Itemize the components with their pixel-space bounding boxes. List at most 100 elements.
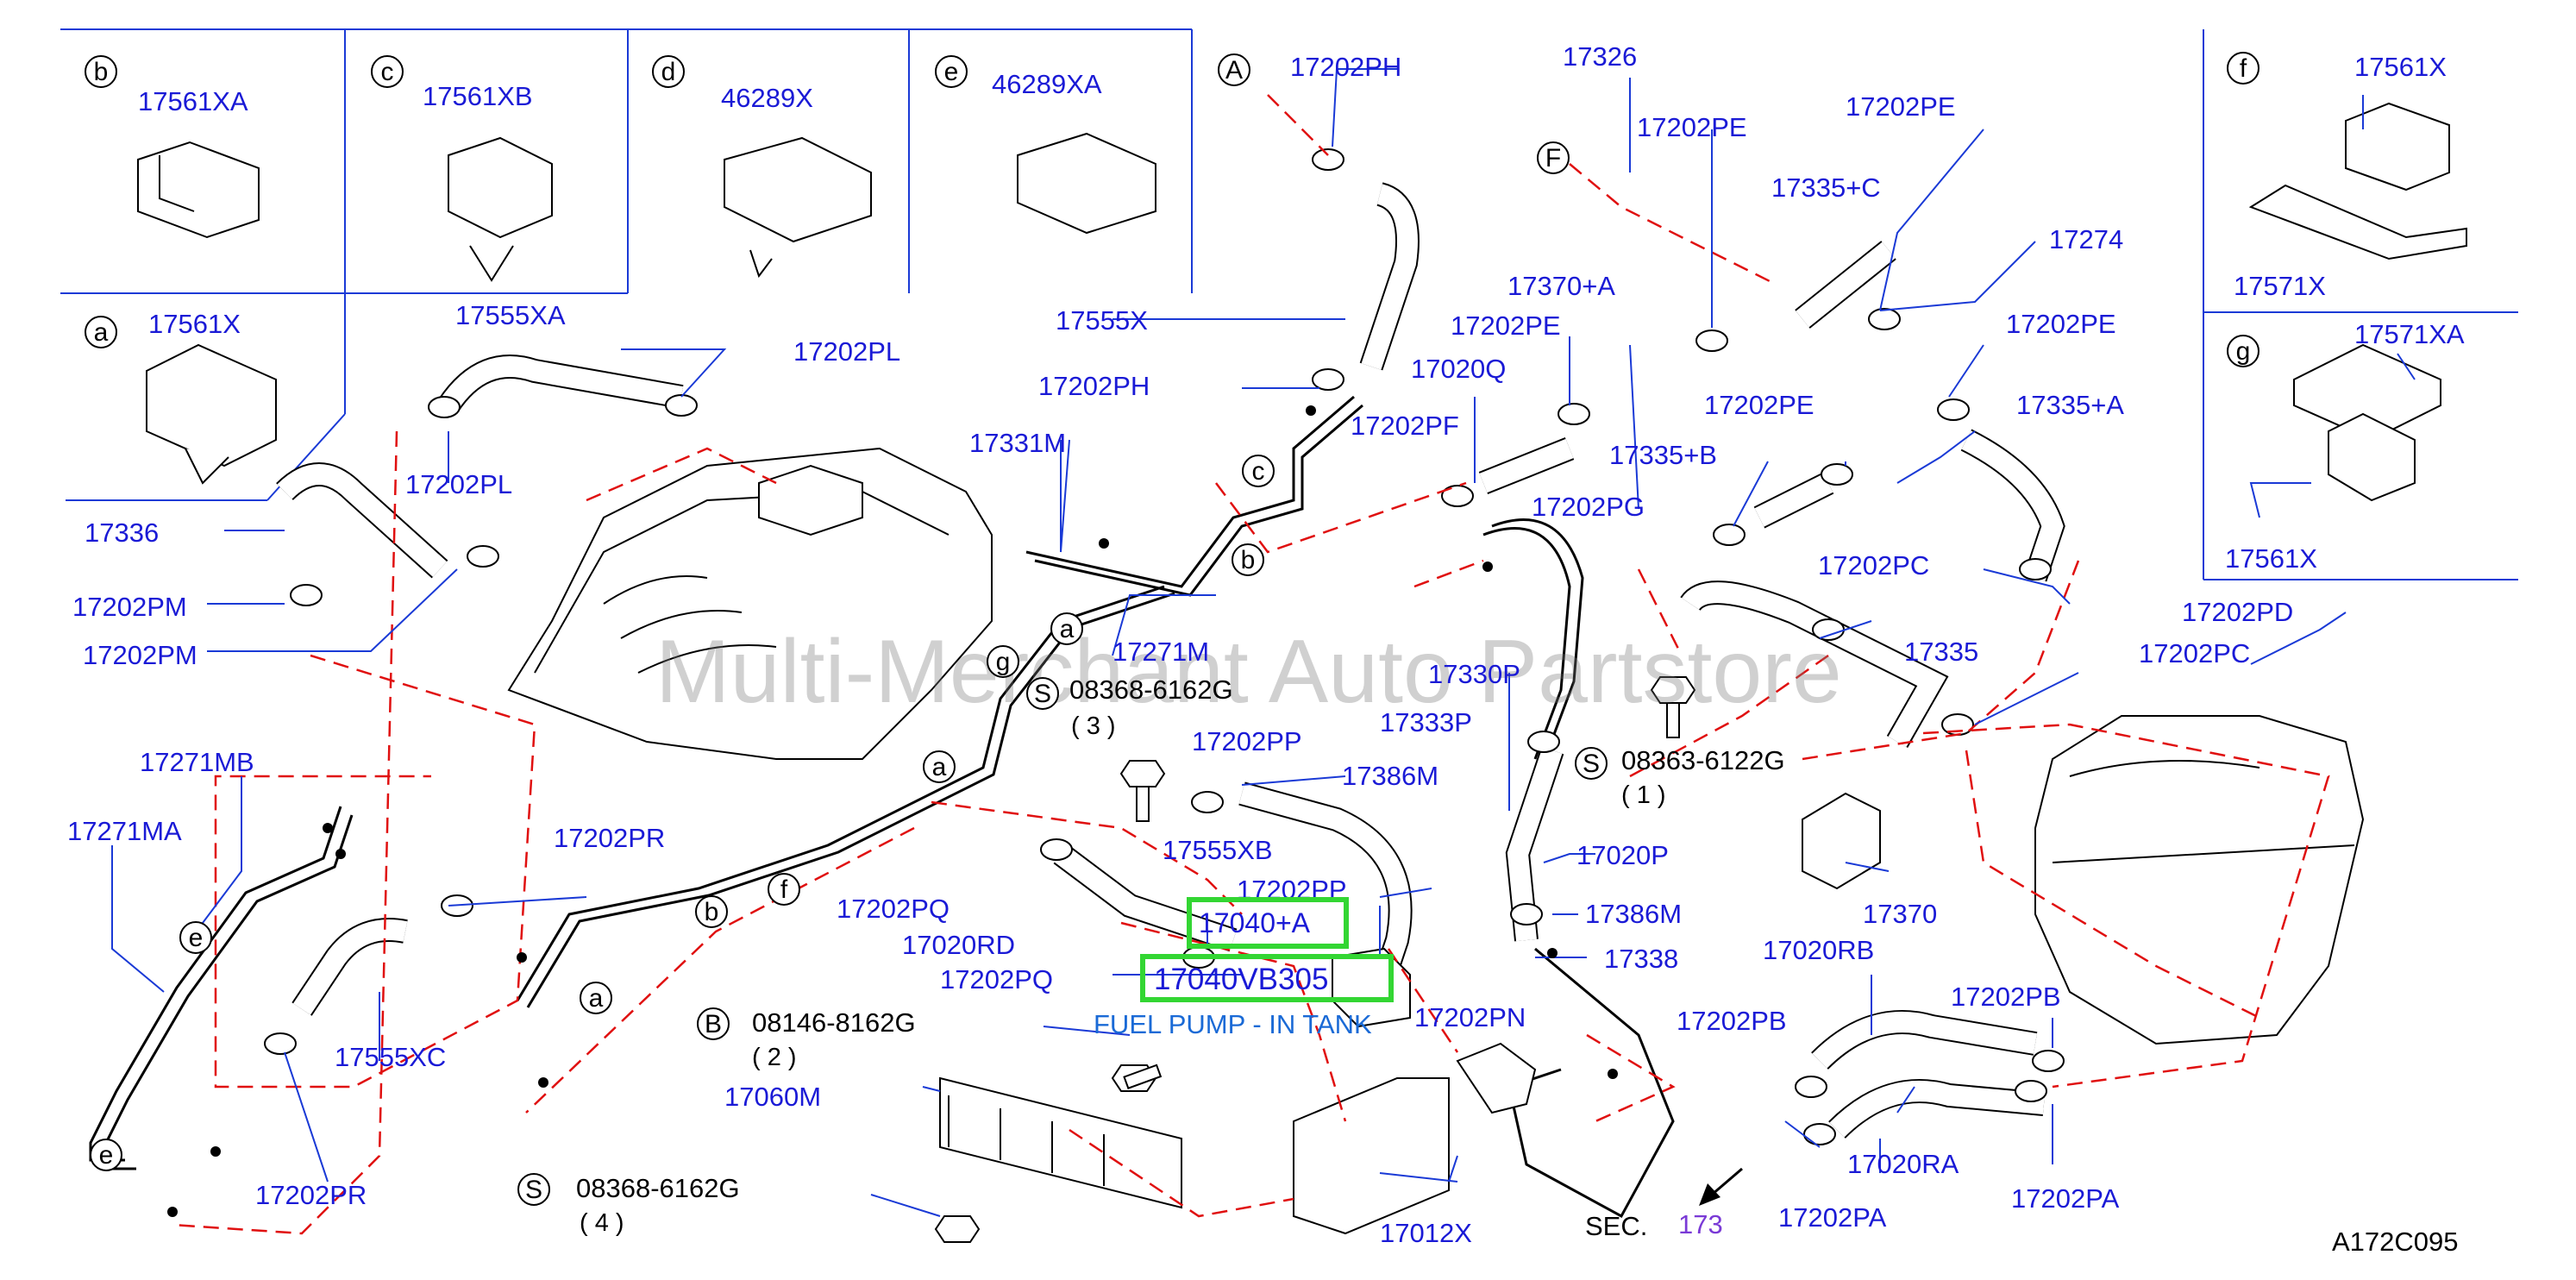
legend-clip-drawings xyxy=(137,102,2467,502)
callout-e: e xyxy=(935,55,968,88)
callout-a-main-3: a xyxy=(580,982,612,1014)
bolt-08368-6162G-b[interactable]: 08368-6162G xyxy=(576,1173,740,1203)
sec-173-link[interactable]: 173 xyxy=(1678,1209,1723,1239)
part-17561XB[interactable]: 17561XB xyxy=(423,81,533,111)
part-17335B[interactable]: 17335+B xyxy=(1609,440,1717,470)
part-17571XA[interactable]: 17571XA xyxy=(2354,319,2465,349)
callout-d-main: c xyxy=(1242,455,1275,487)
part-17202PA-b[interactable]: 17202PA xyxy=(2011,1183,2120,1214)
part-17012X[interactable]: 17012X xyxy=(1380,1218,1472,1248)
part-17202PG[interactable]: 17202PG xyxy=(1532,492,1645,522)
part-17020P[interactable]: 17020P xyxy=(1576,840,1669,870)
part-17571X[interactable]: 17571X xyxy=(2234,271,2326,301)
part-17271MB[interactable]: 17271MB xyxy=(140,747,254,777)
part-17338[interactable]: 17338 xyxy=(1604,944,1679,974)
clip-17561X-drawing xyxy=(146,343,277,485)
part-17271MA[interactable]: 17271MA xyxy=(67,816,182,846)
callout-F: F xyxy=(1537,141,1570,174)
callout-e-main-1: e xyxy=(179,921,212,954)
part-17202PE-b[interactable]: 17202PE xyxy=(1846,91,1956,122)
part-17555XB[interactable]: 17555XB xyxy=(1163,835,1273,865)
part-17202PM-b[interactable]: 17202PM xyxy=(83,640,197,670)
clip-17561XA-drawing xyxy=(137,141,260,239)
clip-46289XA-drawing xyxy=(1017,132,1156,235)
callout-d: d xyxy=(652,55,685,88)
part-17060M[interactable]: 17060M xyxy=(724,1082,822,1112)
part-17020RA[interactable]: 17020RA xyxy=(1847,1149,1959,1179)
part-17202PD[interactable]: 17202PD xyxy=(2182,597,2294,627)
part-17202PC-a[interactable]: 17202PC xyxy=(1818,550,1930,580)
highlight-box-17040A xyxy=(1187,897,1349,949)
part-17202PE-c[interactable]: 17202PE xyxy=(1451,311,1561,341)
sec-label: SEC. xyxy=(1585,1211,1648,1241)
part-17202PP-a[interactable]: 17202PP xyxy=(1192,726,1302,756)
part-17335A[interactable]: 17335+A xyxy=(2016,390,2124,420)
part-17202PH-b[interactable]: 17202PH xyxy=(1038,371,1150,401)
part-17336[interactable]: 17336 xyxy=(85,518,160,548)
bolt-08363-6122G[interactable]: 08363-6122G xyxy=(1621,745,1785,775)
part-17274[interactable]: 17274 xyxy=(2049,224,2124,254)
diagram-code: A172C095 xyxy=(2332,1227,2459,1257)
leader-lines xyxy=(111,68,2416,1217)
callout-e-main-2: e xyxy=(90,1139,122,1171)
part-17202PF[interactable]: 17202PF xyxy=(1351,411,1459,441)
part-17202PN[interactable]: 17202PN xyxy=(1414,1002,1526,1032)
part-17555X[interactable]: 17555X xyxy=(1056,305,1148,336)
clip-17561X-f-drawing xyxy=(2248,102,2467,260)
part-46289X[interactable]: 46289X xyxy=(721,83,813,113)
part-17202PH-a[interactable]: 17202PH xyxy=(1290,52,1402,82)
fuel-tank-right xyxy=(2034,715,2365,1045)
part-17040VB305[interactable]: 17040VB305 xyxy=(1154,963,1329,996)
part-17326[interactable]: 17326 xyxy=(1563,41,1638,72)
part-17040A[interactable]: 17040+A xyxy=(1199,907,1311,938)
clip-46289X-drawing xyxy=(724,136,872,279)
part-17202PL-a[interactable]: 17202PL xyxy=(793,336,901,367)
part-17202PB-a[interactable]: 17202PB xyxy=(1677,1006,1787,1036)
part-17386M-b[interactable]: 17386M xyxy=(1585,899,1683,929)
part-17202PR-a[interactable]: 17202PR xyxy=(554,823,666,853)
bolt-08368-6162G-a[interactable]: 08368-6162G xyxy=(1069,675,1233,705)
part-17561X-a[interactable]: 17561X xyxy=(148,309,241,339)
part-17202PC-b[interactable]: 17202PC xyxy=(2139,638,2251,668)
part-17202PE-e[interactable]: 17202PE xyxy=(1704,390,1814,420)
part-17331M[interactable]: 17331M xyxy=(969,428,1067,458)
part-17020RB[interactable]: 17020RB xyxy=(1763,935,1875,965)
part-17202PQ-b[interactable]: 17202PQ xyxy=(940,964,1053,995)
part-17202PB-b[interactable]: 17202PB xyxy=(1951,982,2061,1012)
part-17386M-a[interactable]: 17386M xyxy=(1342,761,1439,791)
part-17561X-f[interactable]: 17561X xyxy=(2354,52,2447,82)
part-17370A[interactable]: 17370+A xyxy=(1507,271,1615,301)
part-17202PQ-a[interactable]: 17202PQ xyxy=(837,894,950,924)
callout-f-main: f xyxy=(768,873,800,906)
part-17561X-g[interactable]: 17561X xyxy=(2225,543,2317,574)
part-17333P[interactable]: 17333P xyxy=(1380,707,1472,737)
part-17561XA[interactable]: 17561XA xyxy=(138,86,248,116)
part-17555XC[interactable]: 17555XC xyxy=(335,1042,447,1072)
bolt-08146-8162G[interactable]: 08146-8162G xyxy=(752,1007,916,1038)
part-17202PR-b[interactable]: 17202PR xyxy=(255,1180,367,1210)
part-17335C[interactable]: 17335+C xyxy=(1771,173,1881,203)
part-17335[interactable]: 17335 xyxy=(1904,637,1979,667)
part-17202PL-b[interactable]: 17202PL xyxy=(405,469,513,499)
part-17370[interactable]: 17370 xyxy=(1863,899,1938,929)
part-17202PE-d[interactable]: 17202PE xyxy=(2006,309,2116,339)
part-17330P[interactable]: 17330P xyxy=(1428,659,1520,689)
part-17555XA[interactable]: 17555XA xyxy=(455,300,566,330)
part-17020RD[interactable]: 17020RD xyxy=(902,930,1015,960)
bolt-qty-4: ( 4 ) xyxy=(580,1209,624,1237)
part-17202PM-a[interactable]: 17202PM xyxy=(72,592,187,622)
part-46289XA[interactable]: 46289XA xyxy=(992,69,1102,99)
callout-S-2: S xyxy=(1575,747,1608,780)
part-17271M[interactable]: 17271M xyxy=(1113,637,1210,667)
callout-g-main: g xyxy=(987,645,1019,678)
callout-A: A xyxy=(1218,53,1250,86)
callout-g: g xyxy=(2227,335,2259,367)
part-17020Q[interactable]: 17020Q xyxy=(1411,354,1507,384)
part-17202PA-a[interactable]: 17202PA xyxy=(1778,1202,1887,1233)
bolt-qty-1: ( 1 ) xyxy=(1621,781,1666,809)
part-17202PE-a[interactable]: 17202PE xyxy=(1637,112,1747,142)
callout-S-1: S xyxy=(1026,677,1059,710)
callout-a-main-1: a xyxy=(1050,612,1083,645)
fuel-tank-left xyxy=(507,447,993,760)
callout-c-main: b xyxy=(1232,543,1264,576)
